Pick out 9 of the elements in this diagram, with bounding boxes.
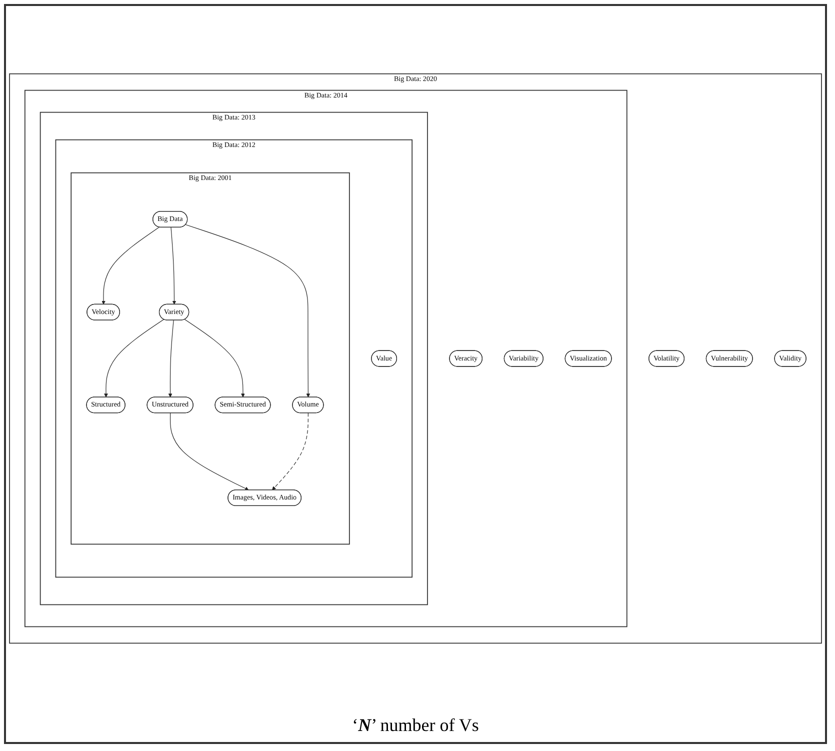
arrow [168,320,174,398]
arrow [272,412,308,490]
arrow [102,226,160,305]
caption: ‘N’ number of Vs [352,714,479,737]
arrow [185,224,310,398]
arrow [104,319,164,398]
arrow [170,227,176,305]
arrow [170,412,249,490]
arrow [184,319,245,398]
